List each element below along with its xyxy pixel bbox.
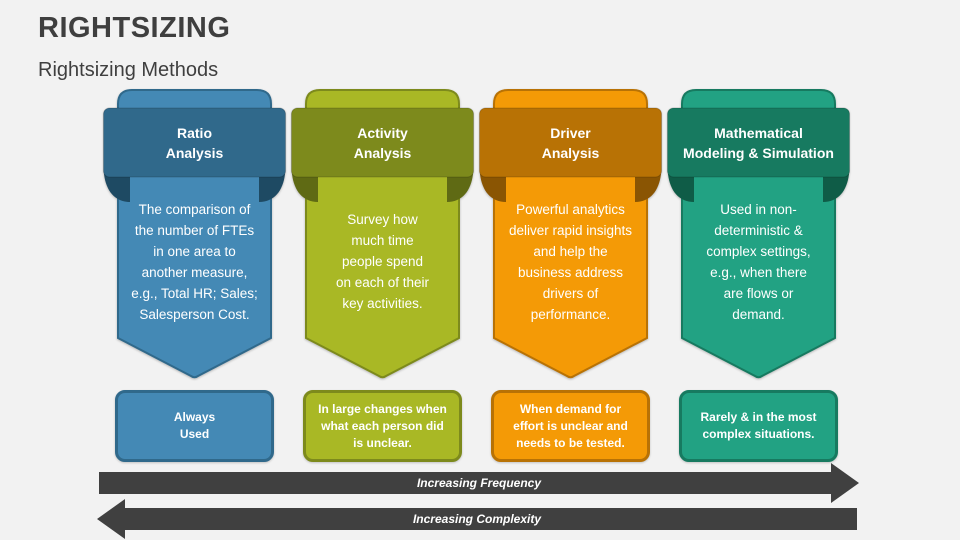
usage-box: Always Used bbox=[115, 390, 274, 462]
page-title: RIGHTSIZING bbox=[38, 12, 231, 44]
method-banner: Activity Analysis Survey how much time p… bbox=[291, 88, 474, 380]
usage-text: When demand for effort is unclear and ne… bbox=[513, 401, 628, 450]
left-arrow-shape bbox=[97, 499, 857, 539]
usage-text: Always Used bbox=[173, 410, 216, 441]
increasing-frequency-label: Increasing Frequency bbox=[416, 476, 542, 490]
usage-text: In large changes when what each person d… bbox=[318, 401, 447, 450]
method-description: The comparison of the number of FTEs in … bbox=[131, 201, 258, 322]
method-column-mathematical-modeling: Mathematical Modeling & Simulation Used … bbox=[667, 88, 850, 462]
banner-ribbon-shape bbox=[291, 89, 474, 379]
increasing-frequency-arrow: Increasing Frequency bbox=[99, 463, 859, 503]
ribbon-fold-left bbox=[104, 174, 130, 202]
method-description: Powerful analytics deliver rapid insight… bbox=[508, 201, 633, 322]
ribbon-band bbox=[479, 107, 662, 178]
method-title: Mathematical Modeling & Simulation bbox=[683, 124, 834, 161]
ribbon-fold-left bbox=[292, 174, 318, 202]
usage-box: Rarely & in the most complex situations. bbox=[679, 390, 838, 462]
methods-row: Ratio Analysis The comparison of the num… bbox=[103, 88, 850, 462]
method-column-activity-analysis: Activity Analysis Survey how much time p… bbox=[291, 88, 474, 462]
method-column-driver-analysis: Driver Analysis Powerful analytics deliv… bbox=[479, 88, 662, 462]
method-banner: Driver Analysis Powerful analytics deliv… bbox=[479, 88, 662, 380]
ribbon-fold-right bbox=[823, 174, 849, 202]
banner-ribbon-shape bbox=[479, 89, 662, 379]
method-title: Ratio Analysis bbox=[165, 124, 224, 161]
usage-box: When demand for effort is unclear and ne… bbox=[491, 390, 650, 462]
ribbon-band bbox=[291, 107, 474, 178]
usage-box: In large changes when what each person d… bbox=[303, 390, 462, 462]
method-title: Driver Analysis bbox=[541, 124, 600, 161]
method-banner: Ratio Analysis The comparison of the num… bbox=[103, 88, 286, 380]
ribbon-fold-right bbox=[447, 174, 473, 202]
banner-ribbon-shape bbox=[103, 89, 286, 379]
ribbon-fold-right bbox=[259, 174, 285, 202]
ribbon-band bbox=[667, 107, 850, 178]
ribbon-fold-left bbox=[480, 174, 506, 202]
method-title: Activity Analysis bbox=[353, 124, 412, 161]
method-column-ratio-analysis: Ratio Analysis The comparison of the num… bbox=[103, 88, 286, 462]
page-subtitle: Rightsizing Methods bbox=[38, 59, 219, 81]
right-arrow-shape bbox=[99, 463, 859, 503]
banner-ribbon-shape bbox=[667, 89, 850, 379]
usage-text: Rarely & in the most complex situations. bbox=[700, 410, 817, 441]
increasing-complexity-arrow: Increasing Complexity bbox=[97, 499, 857, 539]
ribbon-band bbox=[103, 107, 286, 178]
method-description: Survey how much time people spend on eac… bbox=[335, 212, 430, 311]
method-banner: Mathematical Modeling & Simulation Used … bbox=[667, 88, 850, 380]
ribbon-fold-right bbox=[635, 174, 661, 202]
increasing-complexity-label: Increasing Complexity bbox=[412, 512, 542, 526]
method-description: Used in non- deterministic & complex set… bbox=[706, 201, 811, 322]
ribbon-fold-left bbox=[668, 174, 694, 202]
